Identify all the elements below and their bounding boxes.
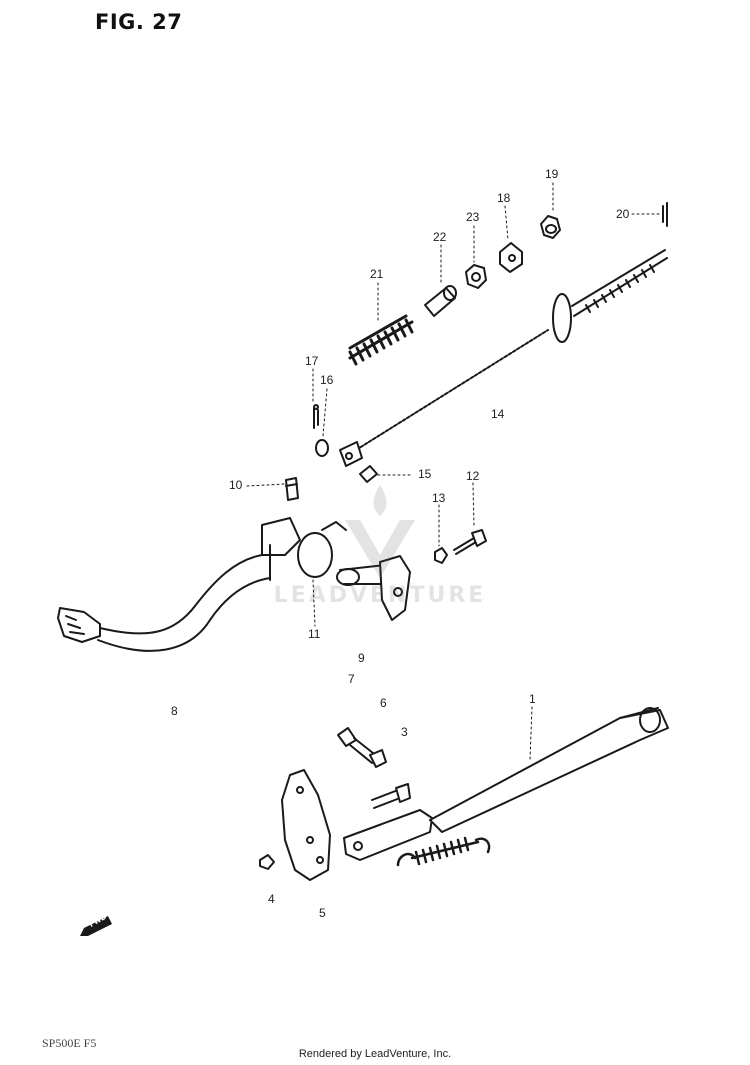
callout-22: 22 (433, 230, 447, 244)
part-23-nut (465, 264, 487, 289)
part-6-bolt (371, 783, 411, 809)
part-14-brake-rod (339, 249, 668, 467)
part-5-bracket (281, 769, 331, 881)
part-1-side-stand (429, 707, 669, 833)
callout-17: 17 (305, 354, 319, 368)
callout-15: 15 (418, 467, 432, 481)
part-8-brake-pedal (57, 517, 301, 652)
part-7-pivot-arm (343, 809, 433, 861)
callout-21: 21 (370, 267, 384, 281)
part-13-nut (434, 547, 448, 564)
callout-11: 11 (308, 627, 321, 641)
fwd-arrow-icon (80, 916, 112, 936)
callout-19: 19 (545, 167, 559, 181)
leader-lines (246, 182, 661, 761)
render-credit: Rendered by LeadVenture, Inc. (298, 1048, 452, 1060)
callout-23: 23 (466, 210, 480, 224)
part-20-cotter-pin (662, 202, 668, 227)
callout-13: 13 (432, 491, 446, 505)
callout-10: 10 (229, 478, 243, 492)
callout-3: 3 (401, 725, 408, 739)
part-11-clip (297, 521, 347, 578)
part-15-pin (359, 465, 378, 483)
part-3-bolt (337, 727, 387, 768)
figure-title: FIG. 27 (95, 10, 183, 34)
callout-1: 1 (529, 692, 536, 706)
part-10-pin (285, 477, 299, 501)
part-21-spring (348, 314, 414, 366)
part-4-nut (259, 854, 275, 870)
part-12-bolt (453, 529, 487, 555)
callout-6: 6 (380, 696, 387, 710)
callout-8: 8 (171, 704, 178, 718)
callout-4: 4 (268, 892, 275, 906)
callout-20: 20 (616, 207, 630, 221)
part-16-washer (315, 439, 329, 457)
callout-12: 12 (466, 469, 480, 483)
part-9-pedal-shaft (336, 555, 411, 621)
part-17-cotter-pin (313, 404, 319, 429)
part-22-sleeve (424, 285, 457, 317)
callout-7: 7 (348, 672, 355, 686)
callout-18: 18 (497, 191, 511, 205)
callout-9: 9 (358, 651, 365, 665)
callout-14: 14 (491, 407, 505, 421)
callout-5: 5 (319, 906, 326, 920)
part-19-nut (540, 215, 561, 239)
callout-16: 16 (320, 373, 334, 387)
part-2-spring (396, 836, 491, 867)
diagram-code: SP500E F5 (42, 1036, 97, 1050)
part-18-joint (499, 242, 523, 273)
